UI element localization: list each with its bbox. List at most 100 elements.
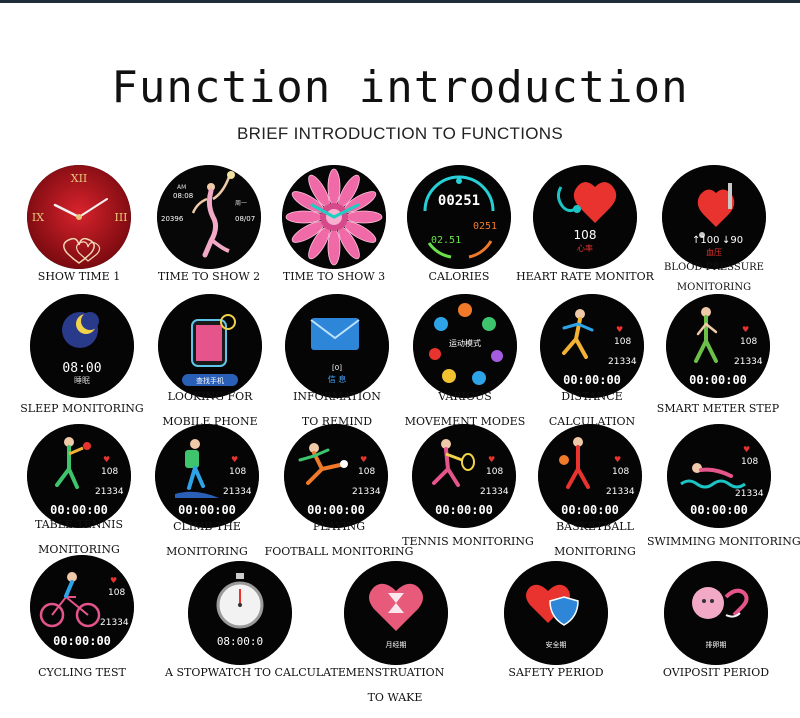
watch-face-time-to-show-3 bbox=[282, 165, 386, 269]
svg-text:睡眠: 睡眠 bbox=[74, 376, 90, 385]
svg-text:20396: 20396 bbox=[161, 215, 184, 223]
svg-text:21334: 21334 bbox=[223, 487, 252, 497]
watch-face-stopwatch: 08:00:0 bbox=[188, 561, 292, 665]
svg-text:♥: ♥ bbox=[743, 445, 750, 454]
svg-text:周一: 周一 bbox=[235, 200, 247, 207]
svg-text:21334: 21334 bbox=[352, 487, 381, 497]
svg-text:运动模式: 运动模式 bbox=[449, 338, 481, 348]
label-time-to-show-2: TIME TO SHOW 2 bbox=[157, 270, 261, 283]
label-calories: CALORIES bbox=[428, 270, 490, 283]
svg-text:↑100: ↑100 bbox=[692, 235, 719, 246]
watch-face-movement-modes: 运动模式 bbox=[413, 294, 517, 398]
svg-text:08/07: 08/07 bbox=[235, 215, 255, 223]
label-heart-rate-monitor: HEART RATE MONITOR bbox=[516, 270, 654, 283]
label-smart-meter-step: SMART METER STEP bbox=[656, 402, 780, 415]
watch-face-sleep: 08:00 睡眠 bbox=[30, 294, 134, 398]
watch-face-heart-rate: 108 心率 bbox=[533, 165, 637, 269]
svg-text:排卵期: 排卵期 bbox=[706, 640, 727, 649]
watch-face-show-time-1: XII IX III bbox=[27, 165, 131, 269]
watch-face-blood-pressure: ↑100 ↓90 血压 bbox=[662, 165, 766, 269]
watch-face-oviposit-period: 排卵期 bbox=[664, 561, 768, 665]
svg-text:0251: 0251 bbox=[473, 221, 497, 232]
svg-text:♥: ♥ bbox=[103, 455, 110, 464]
watch-face-information: [0] 信 息 bbox=[285, 294, 389, 398]
svg-text:♥: ♥ bbox=[488, 455, 495, 464]
svg-text:108: 108 bbox=[574, 228, 597, 242]
svg-text:08:00: 08:00 bbox=[62, 361, 101, 376]
svg-text:108: 108 bbox=[740, 337, 757, 347]
svg-text:00:00:00: 00:00:00 bbox=[563, 373, 621, 387]
svg-text:108: 108 bbox=[229, 467, 246, 477]
svg-text:信 息: 信 息 bbox=[328, 374, 347, 384]
svg-text:查找手机: 查找手机 bbox=[196, 376, 224, 385]
svg-text:00:00:00: 00:00:00 bbox=[53, 634, 111, 648]
svg-text:♥: ♥ bbox=[110, 576, 117, 585]
watch-face-basketball: ♥ 108 21334 00:00:00 bbox=[538, 424, 642, 528]
label-sleep-monitoring: SLEEP MONITORING bbox=[20, 402, 144, 415]
svg-text:♥: ♥ bbox=[360, 455, 367, 464]
svg-text:♥: ♥ bbox=[231, 455, 238, 464]
svg-text:21334: 21334 bbox=[480, 487, 509, 497]
svg-text:[0]: [0] bbox=[332, 364, 342, 372]
watch-face-distance: ♥ 108 21334 00:00:00 bbox=[540, 294, 644, 398]
label-time-to-show-3: TIME TO SHOW 3 bbox=[282, 270, 386, 283]
watch-face-time-to-show-2: AM 08:08 20396 周一 08/07 bbox=[157, 165, 261, 269]
svg-text:21334: 21334 bbox=[95, 487, 124, 497]
watch-face-swimming: ♥ 108 21334 00:00:00 bbox=[667, 424, 771, 528]
svg-text:00251: 00251 bbox=[438, 193, 480, 209]
svg-text:108: 108 bbox=[614, 337, 631, 347]
page-title: Function introduction bbox=[111, 62, 689, 113]
svg-text:↓90: ↓90 bbox=[722, 235, 743, 246]
watch-face-climb: ♥ 108 21334 00:00:00 bbox=[155, 424, 259, 528]
label-stopwatch: A STOPWATCH TO CALCULATE bbox=[165, 666, 346, 679]
svg-text:21334: 21334 bbox=[734, 357, 763, 367]
svg-text:108: 108 bbox=[741, 457, 758, 467]
label-tennis-monitoring: TENNIS MONITORING bbox=[402, 535, 534, 548]
label-swimming-monitoring: SWIMMING MONITORING bbox=[647, 535, 800, 548]
watch-face-table-tennis: ♥ 108 21334 00:00:00 bbox=[27, 424, 131, 528]
svg-text:00:00:00: 00:00:00 bbox=[690, 503, 748, 517]
label-oviposit-period: OVIPOSIT PERIOD bbox=[662, 666, 770, 679]
svg-text:III: III bbox=[114, 211, 127, 224]
watch-face-safety-period: 安全期 bbox=[504, 561, 608, 665]
svg-text:08:00:0: 08:00:0 bbox=[217, 635, 263, 648]
svg-text:08:08: 08:08 bbox=[173, 192, 193, 200]
svg-text:♥: ♥ bbox=[742, 325, 749, 334]
svg-text:月经期: 月经期 bbox=[386, 640, 407, 649]
svg-text:21334: 21334 bbox=[735, 489, 764, 499]
svg-text:心率: 心率 bbox=[577, 243, 593, 253]
svg-text:血压: 血压 bbox=[706, 247, 722, 257]
watch-face-meter-step: ♥ 108 21334 00:00:00 bbox=[666, 294, 770, 398]
watch-face-menstruation: 月经期 bbox=[344, 561, 448, 665]
svg-text:108: 108 bbox=[358, 467, 375, 477]
svg-text:108: 108 bbox=[486, 467, 503, 477]
watch-face-cycling: ♥ 108 21334 00:00:00 bbox=[30, 555, 134, 659]
svg-text:AM: AM bbox=[177, 184, 186, 191]
watch-face-football: ♥ 108 21334 00:00:00 bbox=[284, 424, 388, 528]
svg-text:XII: XII bbox=[71, 172, 88, 185]
svg-text:00:00:00: 00:00:00 bbox=[435, 503, 493, 517]
watch-face-tennis: ♥ 108 21334 00:00:00 bbox=[412, 424, 516, 528]
svg-text:108: 108 bbox=[108, 588, 125, 598]
svg-text:02.51: 02.51 bbox=[431, 235, 461, 246]
svg-text:IX: IX bbox=[32, 211, 44, 224]
svg-text:♥: ♥ bbox=[614, 455, 621, 464]
svg-text:00:00:00: 00:00:00 bbox=[307, 503, 365, 517]
svg-text:21334: 21334 bbox=[606, 487, 635, 497]
svg-text:00:00:00: 00:00:00 bbox=[178, 503, 236, 517]
svg-text:♥: ♥ bbox=[616, 325, 623, 334]
watch-face-find-phone: 查找手机 bbox=[158, 294, 262, 398]
label-show-time-1: SHOW TIME 1 bbox=[37, 270, 121, 283]
svg-text:21334: 21334 bbox=[608, 357, 637, 367]
label-cycling-test: CYCLING TEST bbox=[38, 666, 126, 679]
top-border bbox=[0, 0, 800, 3]
